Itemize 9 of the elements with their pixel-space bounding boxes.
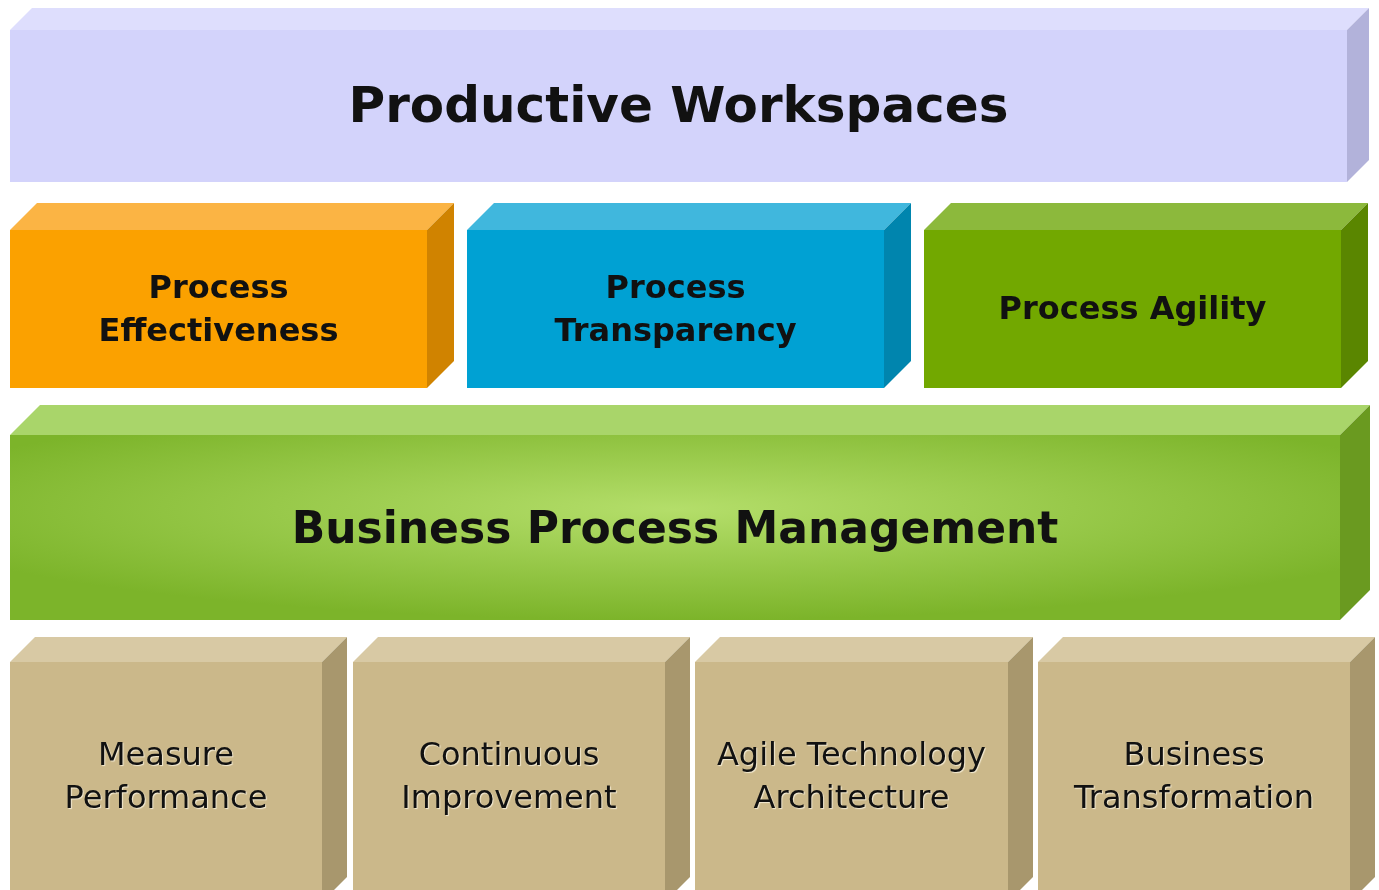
block-label: Productive Workspaces: [348, 75, 1009, 137]
block-label: Process Transparency: [553, 266, 798, 351]
block-label: Measure Performance: [63, 733, 269, 818]
block-label: Process Agility: [998, 288, 1267, 330]
block-label: Business Process Management: [291, 500, 1059, 555]
block-label: Process Effectiveness: [97, 266, 340, 351]
block-label: Business Transformation: [1072, 733, 1316, 818]
block-label: Continuous Improvement: [400, 733, 618, 818]
block-label: Agile Technology Architecture: [715, 733, 988, 818]
